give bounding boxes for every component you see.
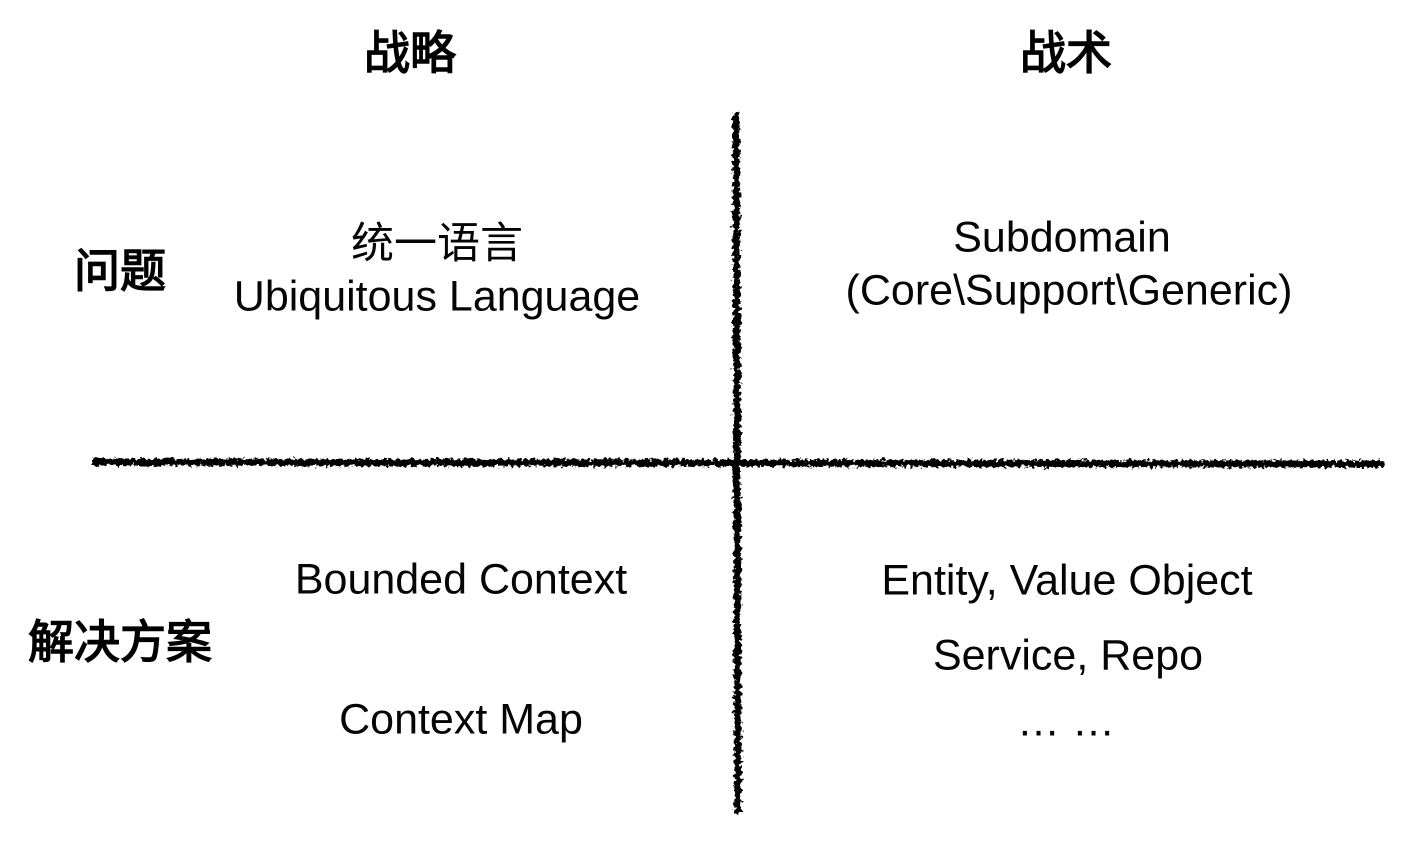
quadrant-text-line: (Core\Support\Generic): [845, 266, 1293, 315]
quadrant-text-line: 统一语言: [351, 220, 523, 268]
quadrant-text-line: Context Map: [339, 695, 583, 744]
quadrant-text-line: Bounded Context: [294, 555, 628, 604]
vertical-axis-line: [732, 111, 742, 814]
row-header-problem: 问题: [74, 245, 166, 297]
quadrant-text-line: Service, Repo: [932, 631, 1204, 680]
row-header-solution: 解决方案: [28, 616, 212, 668]
column-header-strategy: 战略: [364, 27, 456, 79]
quadrant-text-line: Entity, Value Object: [881, 556, 1253, 605]
column-header-tactics: 战术: [1020, 27, 1112, 79]
quadrant-text-line: Subdomain: [953, 213, 1171, 262]
quadrant-text-line: … …: [1017, 697, 1115, 746]
quadrant-text-line: Ubiquitous Language: [233, 272, 641, 321]
